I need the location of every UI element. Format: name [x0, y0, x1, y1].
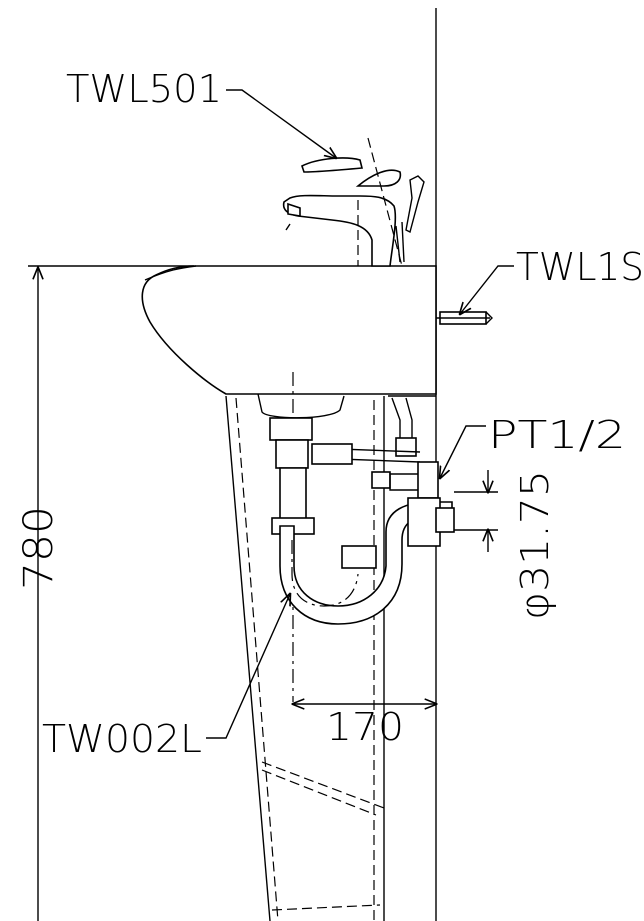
label-twl501: TWL501: [66, 67, 222, 111]
wall-fixing: [436, 311, 493, 325]
diameter-dimension: [454, 470, 498, 552]
leader-lines: [206, 89, 514, 739]
label-pt12: PT1/2: [488, 413, 626, 457]
label-height-780: 780: [16, 506, 62, 590]
label-twl1s: TWL1S: [516, 245, 644, 289]
height-dimension: [28, 265, 194, 921]
trap-pipe: [269, 417, 455, 625]
label-diameter: φ31.75: [513, 470, 557, 620]
supply-valve: [311, 397, 439, 499]
label-tw002l: TW002L: [42, 717, 202, 761]
label-offset-170: 170: [326, 705, 404, 749]
faucet: [282, 137, 425, 267]
